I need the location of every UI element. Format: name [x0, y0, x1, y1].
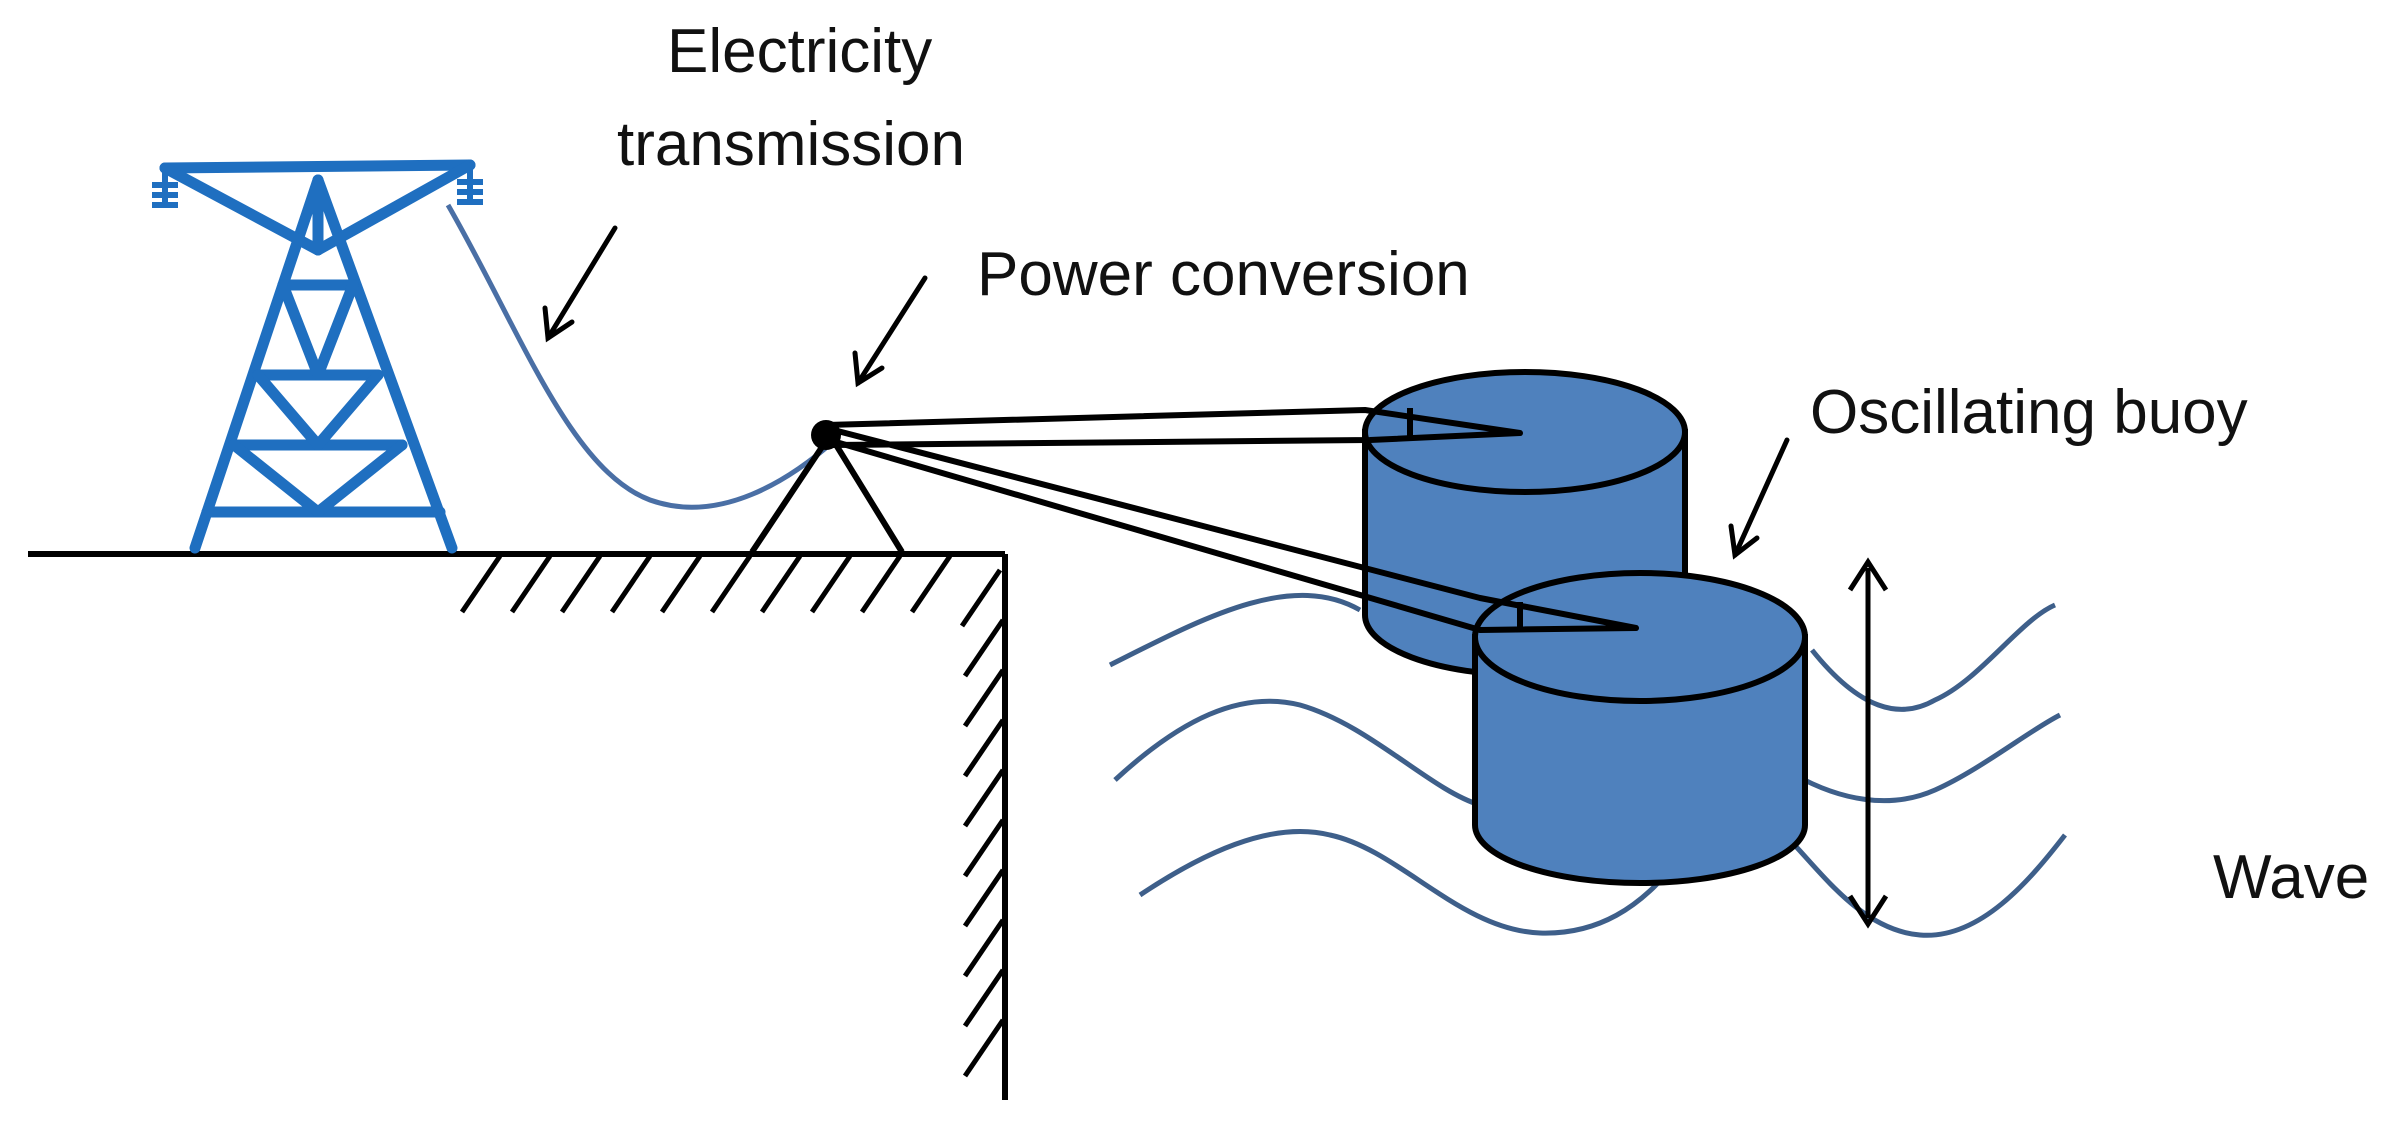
power-cable — [445, 203, 837, 510]
electricity-transmission-label-line1: Electricity — [667, 17, 932, 86]
buoy-icon — [1472, 570, 1808, 886]
vertical-motion-arrow — [1847, 557, 1889, 929]
wave-label: Wave — [2213, 843, 2369, 912]
ground — [28, 551, 1008, 1100]
transmission-tower-icon — [159, 159, 476, 554]
insulator-icons — [152, 179, 483, 208]
pivot-icon — [749, 420, 905, 554]
pointer-arrows — [542, 225, 1790, 560]
ground-hatching — [459, 554, 1006, 1078]
waves — [1108, 592, 2067, 938]
electricity-transmission-label-line2: transmission — [617, 110, 965, 179]
power-conversion-label: Power conversion — [977, 240, 1470, 309]
oscillating-buoy-label: Oscillating buoy — [1810, 378, 2248, 447]
